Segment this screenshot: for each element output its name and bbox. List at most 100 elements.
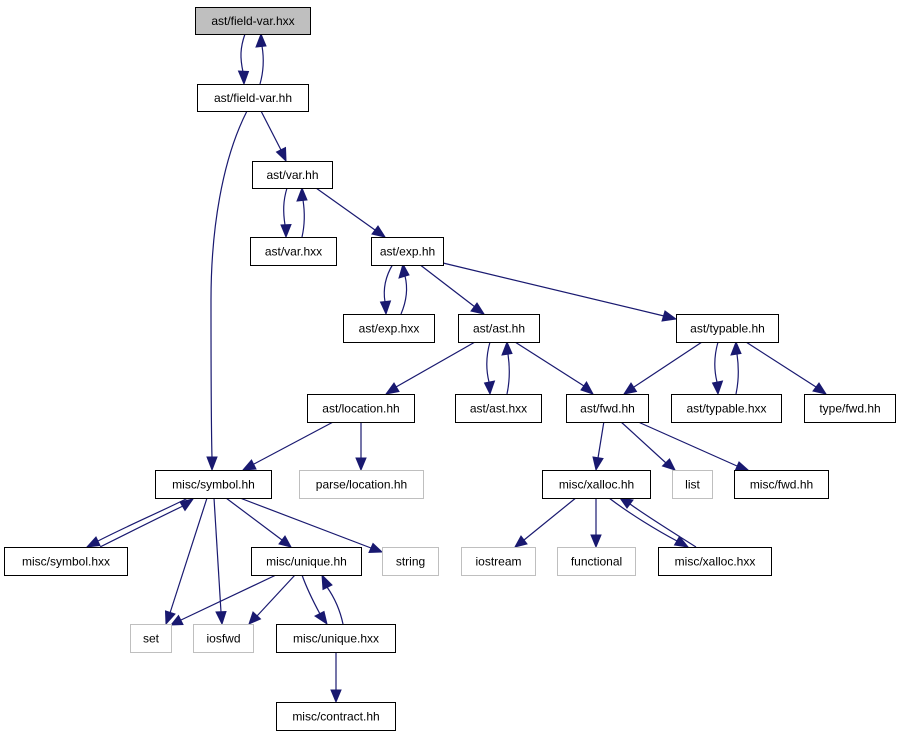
arrowhead — [661, 310, 678, 322]
edge-line — [418, 263, 476, 308]
arrowhead — [812, 382, 828, 395]
node-misc-fwd-hh[interactable]: misc/fwd.hh — [734, 470, 829, 499]
edge-line — [395, 341, 476, 388]
node-string: string — [382, 547, 439, 576]
edge-misc_xalloc_hh-to-functional — [590, 498, 602, 549]
edge-line — [253, 420, 336, 465]
edge-line — [97, 497, 189, 542]
edge-layer — [85, 32, 828, 704]
node-misc-unique-hh[interactable]: misc/unique.hh — [251, 547, 362, 576]
node-ast-var-hh[interactable]: ast/var.hh — [252, 161, 333, 189]
arrowhead — [580, 381, 595, 395]
node-label: misc/unique.hh — [266, 555, 347, 569]
node-ast-typable-hxx[interactable]: ast/typable.hxx — [671, 394, 782, 423]
node-label: misc/unique.hxx — [293, 632, 379, 646]
node-box — [566, 394, 649, 423]
edge-misc_unique_hh-to-set — [169, 574, 277, 626]
arrowhead — [661, 458, 676, 471]
node-label: ast/exp.hh — [380, 245, 435, 259]
edge-misc_symbol_hh-to-string — [239, 497, 384, 554]
node-box — [672, 470, 713, 499]
edge-ast_typable_hh-to-ast_typable_hxx — [711, 341, 724, 396]
node-ast-location-hh[interactable]: ast/location.hh — [307, 394, 415, 423]
arrowhead — [371, 225, 387, 238]
node-misc-xalloc-hxx[interactable]: misc/xalloc.hxx — [658, 547, 772, 576]
node-label: ast/ast.hxx — [470, 402, 527, 416]
edge-line — [506, 353, 510, 395]
node-misc-unique-hxx[interactable]: misc/unique.hxx — [276, 624, 396, 653]
edge-ast_ast_hxx-to-ast_ast_hh — [501, 340, 513, 395]
edge-line — [714, 341, 719, 383]
node-ast-fwd-hh[interactable]: ast/fwd.hh — [566, 394, 649, 423]
edge-misc_xalloc_hh-to-iostream — [514, 496, 578, 548]
node-label: set — [143, 632, 160, 646]
edge-line — [486, 341, 491, 383]
node-ast-var-hxx[interactable]: ast/var.hxx — [250, 237, 337, 266]
arrowhead — [379, 300, 392, 316]
edge-ast_var_hxx-to-ast_var_hh — [296, 186, 308, 238]
node-box — [461, 547, 536, 576]
node-functional: functional — [557, 547, 636, 576]
node-box — [251, 547, 362, 576]
node-ast-field-var-hxx[interactable]: ast/field-var.hxx — [195, 7, 311, 35]
node-label: parse/location.hh — [316, 478, 407, 492]
edge-line — [169, 497, 208, 614]
node-label: ast/location.hh — [322, 402, 399, 416]
node-ast-field-var-hh[interactable]: ast/field-var.hh — [197, 84, 309, 112]
node-misc-symbol-hxx[interactable]: misc/symbol.hxx — [4, 547, 128, 576]
edge-ast_location_hh-to-misc_symbol_hh — [241, 420, 336, 471]
node-ast-typable-hh[interactable]: ast/typable.hh — [676, 314, 779, 343]
node-ast-exp-hh[interactable]: ast/exp.hh — [371, 237, 444, 266]
node-layer: ast/field-var.hxx ast/field-var.hh ast/var… — [4, 7, 896, 731]
edge-misc_symbol_hxx-to-misc_symbol_hh — [99, 498, 195, 548]
edge-line — [400, 275, 408, 315]
node-list: list — [672, 470, 713, 499]
node-ast-ast-hh[interactable]: ast/ast.hh — [458, 314, 540, 343]
node-label: ast/field-var.hh — [214, 91, 292, 105]
edge-ast_fwd_hh-to-misc_fwd_hh — [635, 420, 750, 472]
edge-ast_field_var_hh-to-ast_var_hh — [260, 110, 287, 163]
node-misc-contract-hh[interactable]: misc/contract.hh — [276, 702, 396, 731]
node-box — [276, 624, 396, 653]
edge-misc_xalloc_hh-to-misc_xalloc_hxx — [608, 497, 690, 548]
edge-line — [523, 496, 578, 541]
edge-misc_xalloc_hxx-to-misc_xalloc_hh — [618, 497, 697, 548]
arrowhead — [330, 689, 342, 704]
node-box — [658, 547, 772, 576]
edge-line — [260, 110, 282, 151]
node-box — [193, 624, 254, 653]
node-box — [542, 470, 651, 499]
arrowhead — [321, 573, 333, 591]
edge-line — [608, 497, 678, 542]
edge-misc_unique_hxx-to-misc_unique_hh — [321, 573, 344, 625]
arrowhead — [255, 32, 267, 48]
arrowhead — [501, 340, 513, 356]
node-ast-ast-hxx[interactable]: ast/ast.hxx — [455, 394, 542, 423]
node-label: misc/xalloc.hh — [559, 478, 634, 492]
edge-misc_unique_hh-to-misc_unique_hxx — [301, 574, 328, 626]
arrowhead — [280, 223, 292, 239]
arrowhead — [355, 457, 367, 472]
node-label: ast/typable.hxx — [686, 402, 766, 416]
node-box — [195, 7, 311, 35]
node-label: list — [685, 478, 700, 492]
node-ast-exp-hxx[interactable]: ast/exp.hxx — [343, 314, 435, 343]
edge-ast_field_var_hh-to-ast_field_var_hxx — [255, 32, 267, 85]
edge-line — [210, 110, 248, 459]
edge-ast_exp_hxx-to-ast_exp_hh — [398, 262, 410, 315]
node-misc-symbol-hh[interactable]: misc/symbol.hh — [155, 470, 272, 499]
node-iosfwd: iosfwd — [193, 624, 254, 653]
node-box — [734, 470, 829, 499]
arrowhead — [164, 610, 176, 626]
edge-line — [514, 341, 585, 387]
arrowhead — [483, 380, 496, 396]
edge-ast_exp_hh-to-ast_typable_hh — [442, 262, 678, 322]
node-misc-xalloc-hh[interactable]: misc/xalloc.hh — [542, 470, 651, 499]
arrowhead — [248, 611, 262, 625]
node-type-fwd-hh[interactable]: type/fwd.hh — [804, 394, 896, 423]
node-box — [155, 470, 272, 499]
edge-ast_field_var_hh-to-misc_symbol_hh — [206, 110, 248, 472]
arrowhead — [314, 610, 328, 626]
edge-line — [326, 586, 344, 625]
